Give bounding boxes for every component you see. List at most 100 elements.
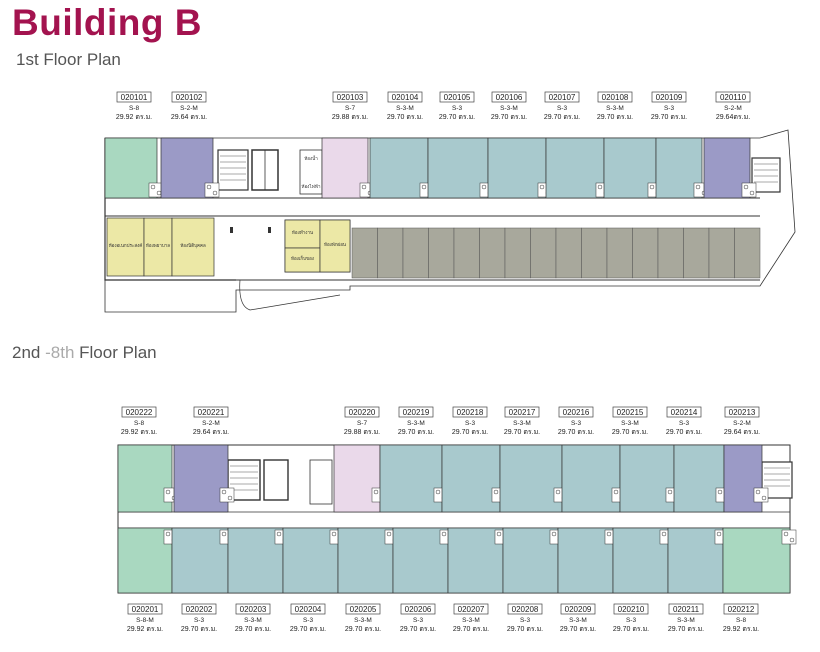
unit-type: S-3: [413, 617, 424, 624]
unit-020203[interactable]: [227, 527, 284, 594]
parking-bay: [606, 227, 633, 279]
parking-bay: [351, 227, 378, 279]
unit-020221[interactable]: [173, 444, 229, 513]
unit-020206[interactable]: [392, 527, 449, 594]
unit-code-box: [612, 406, 648, 418]
unit-020207[interactable]: [447, 527, 504, 594]
shop-room[interactable]: [284, 247, 321, 273]
unit-area: 29.70 ตร.ม.: [452, 429, 488, 436]
unit-020222[interactable]: [117, 444, 173, 513]
toilet-icon: [695, 184, 701, 190]
unit-020106[interactable]: [487, 137, 547, 199]
unit-code: 020103: [337, 93, 364, 102]
unit-code: 020209: [565, 605, 592, 614]
unit-020105[interactable]: [427, 137, 489, 199]
unit-020219[interactable]: [379, 444, 443, 513]
parking-bay: [453, 227, 480, 279]
unit-020208[interactable]: [502, 527, 559, 594]
unit-type: S-3: [194, 617, 205, 624]
unit-020210[interactable]: [612, 527, 669, 594]
unit-code-box: [613, 603, 649, 615]
shop-room-label: ห้องนิติบุคคล: [180, 243, 206, 249]
unit-020204[interactable]: [282, 527, 339, 594]
floor1-heading: 1st Floor Plan: [16, 50, 121, 69]
unit-020218[interactable]: [441, 444, 501, 513]
parking-bay: [708, 227, 735, 279]
unit-code-box: [724, 406, 760, 418]
parking-bay: [504, 227, 531, 279]
sink-icon: [789, 537, 795, 543]
unit-020214[interactable]: [673, 444, 725, 513]
unit-020216[interactable]: [561, 444, 621, 513]
toilet-icon: [221, 531, 227, 537]
unit-020205[interactable]: [337, 527, 394, 594]
unit-type: S-3: [571, 420, 582, 427]
unit-020209[interactable]: [557, 527, 614, 594]
unit-code: 020105: [444, 93, 471, 102]
unit-area: 29.70 ตร.ม.: [290, 626, 326, 633]
toilet-icon: [435, 489, 441, 495]
unit-code-box: [723, 603, 759, 615]
shop-room[interactable]: [106, 217, 145, 277]
unit-type: S-3: [664, 105, 675, 112]
unit-area: 29.70 ตร.ม.: [453, 626, 489, 633]
unit-code-box: [181, 603, 217, 615]
toilet-icon: [551, 531, 557, 537]
toilet-icon: [496, 531, 502, 537]
unit-area: 29.70 ตร.ม.: [560, 626, 596, 633]
parking-bay: [632, 227, 659, 279]
shop-room[interactable]: [143, 217, 173, 277]
unit-020108[interactable]: [603, 137, 657, 199]
unit-020101[interactable]: [104, 137, 158, 199]
unit-code-box: [544, 91, 580, 103]
unit-area: 29.70 ตร.ม.: [597, 114, 633, 121]
shop-room[interactable]: [171, 217, 215, 277]
unit-code-box: [400, 603, 436, 615]
page-title: Building B: [12, 2, 202, 43]
unit-020104[interactable]: [369, 137, 429, 199]
unit-020102[interactable]: [160, 137, 214, 199]
unit-020107[interactable]: [545, 137, 605, 199]
unit-code: 020215: [617, 408, 644, 417]
shop-room[interactable]: [319, 219, 351, 273]
unit-020202[interactable]: [171, 527, 229, 594]
unit-code-box: [507, 603, 543, 615]
unit-020212[interactable]: [722, 527, 791, 594]
unit-020211[interactable]: [667, 527, 724, 594]
sink-icon: [212, 190, 218, 196]
unit-020217[interactable]: [499, 444, 563, 513]
